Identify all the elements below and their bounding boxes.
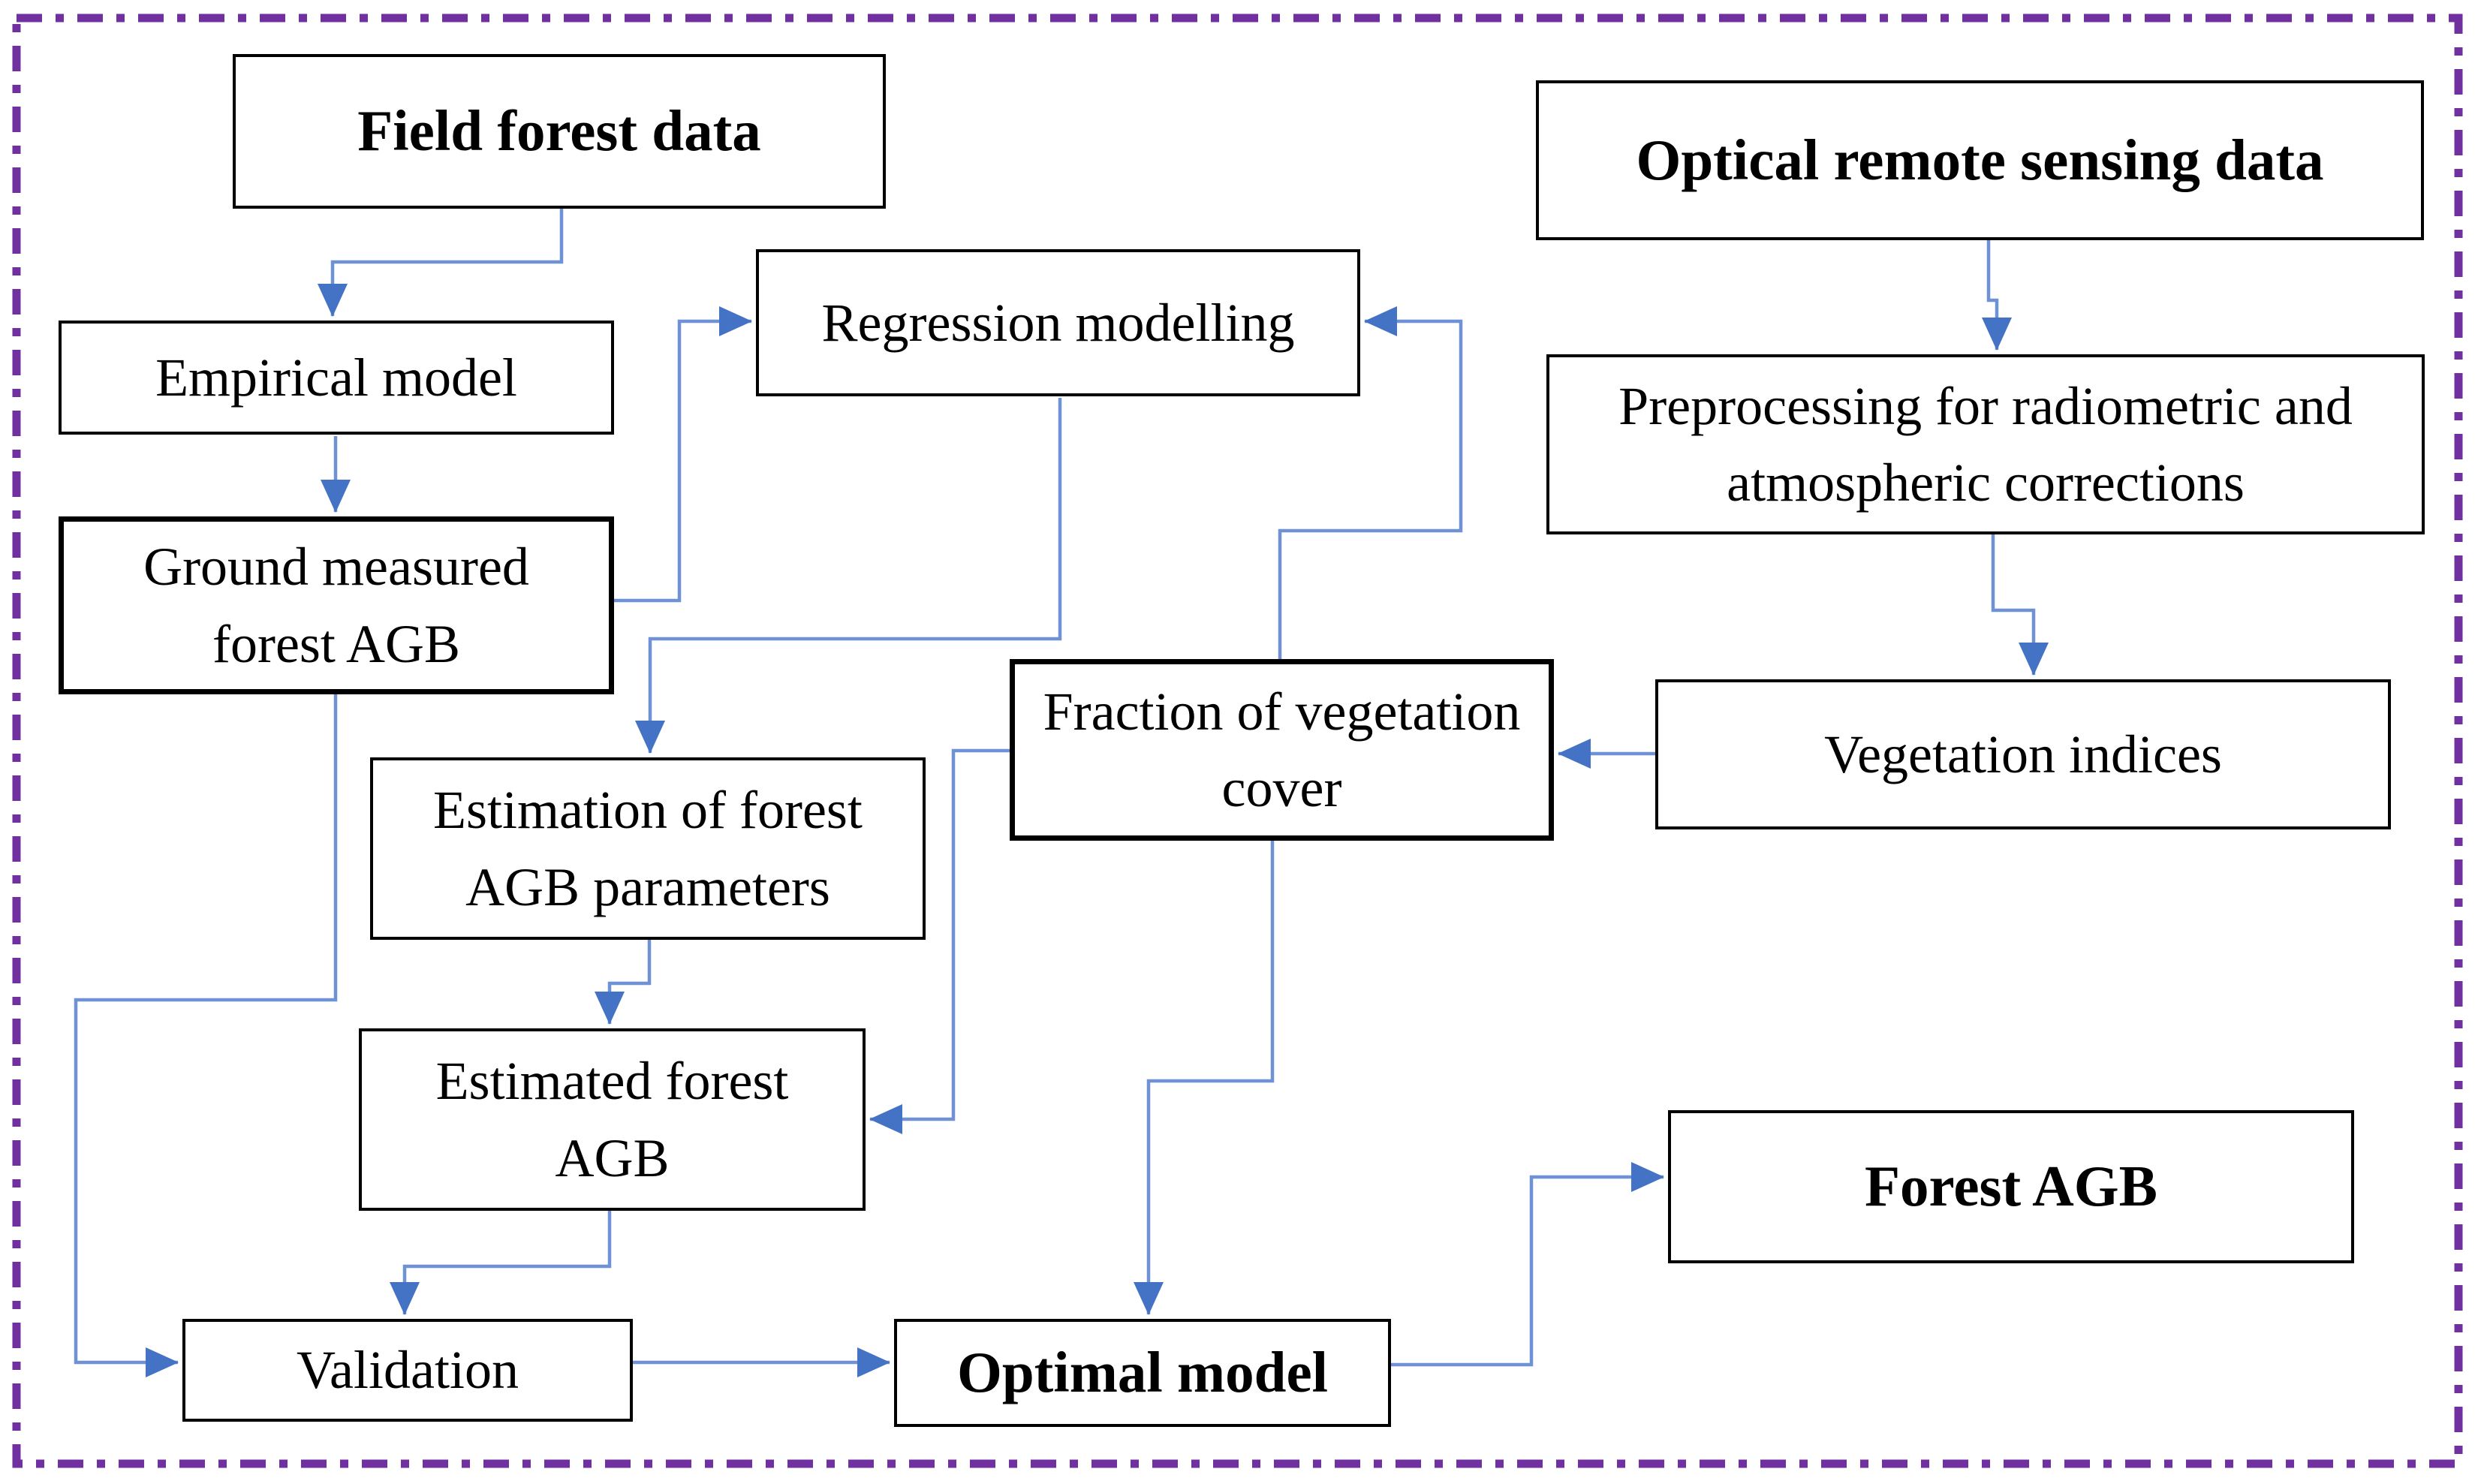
node-estimation-agb-parameters: Estimation of forest AGB parameters	[370, 757, 926, 940]
arrow-optimal-to-forestagb	[1391, 1162, 1664, 1367]
node-optimal-model: Optimal model	[894, 1319, 1391, 1427]
node-optical-remote-sensing: Optical remote sensing data	[1536, 80, 2424, 240]
node-forest-agb: Forest AGB	[1668, 1110, 2354, 1263]
arrow-estimated-to-validation	[390, 1211, 612, 1315]
dashed-frame-border	[12, 14, 2463, 1468]
arrow-estimation-to-estimated	[595, 940, 652, 1025]
arrow-field-to-empirical	[318, 209, 564, 317]
node-field-forest-data: Field forest data	[233, 54, 886, 209]
node-empirical-model: Empirical model	[59, 321, 614, 435]
arrow-fraction-to-regression	[1278, 306, 1463, 659]
arrow-regression-to-estimation	[635, 398, 1062, 754]
arrow-preprocessing-to-vegind	[1991, 534, 2049, 676]
arrow-ground-to-regression	[614, 306, 752, 603]
node-ground-measured-agb: Ground measured forest AGB	[59, 516, 614, 694]
node-preprocessing: Preprocessing for radiometric and atmosp…	[1546, 354, 2425, 534]
node-fraction-vegetation-cover: Fraction of vegetation cover	[1010, 659, 1554, 841]
arrow-fraction-to-optimal	[1134, 841, 1275, 1315]
arrow-ground-to-validation	[74, 694, 338, 1377]
node-regression-modelling: Regression modelling	[756, 249, 1360, 396]
node-estimated-forest-agb: Estimated forest AGB	[359, 1028, 866, 1211]
node-vegetation-indices: Vegetation indices	[1655, 679, 2391, 829]
node-validation: Validation	[182, 1319, 633, 1422]
arrow-optical-to-preprocessing	[1982, 240, 2012, 351]
arrow-fraction-to-estimated	[869, 748, 1010, 1134]
